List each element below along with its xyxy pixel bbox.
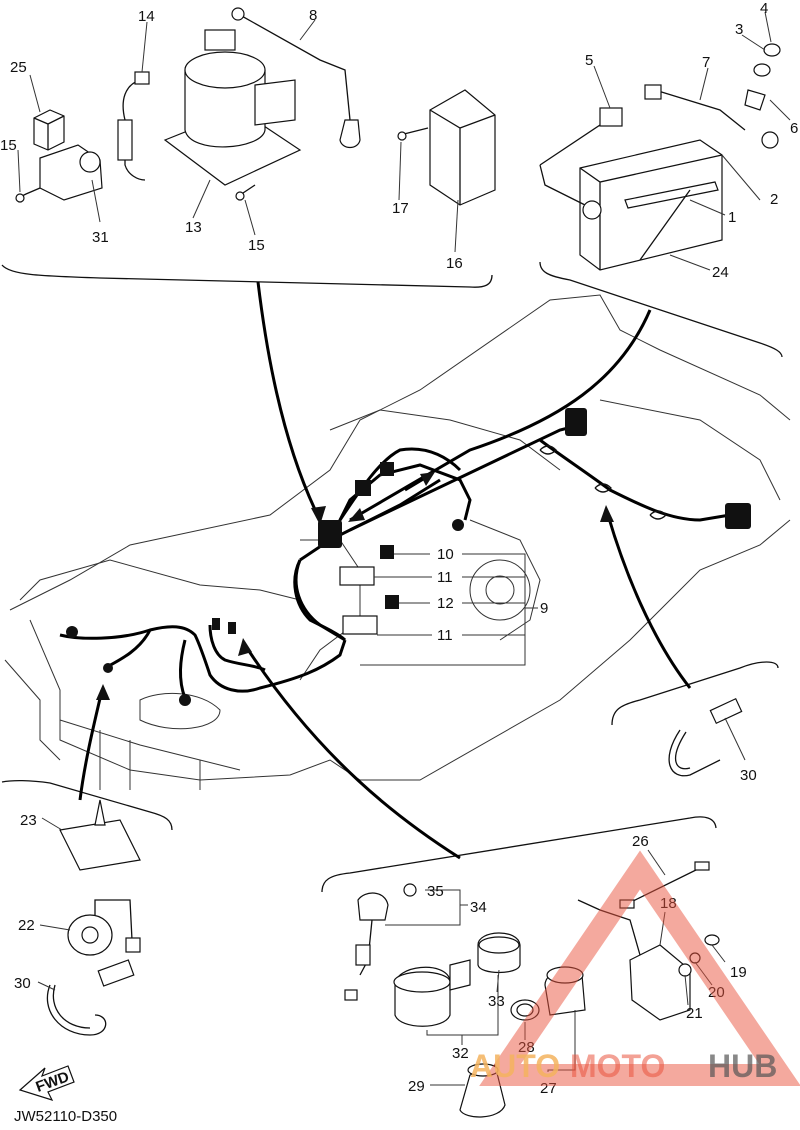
part-group-battery	[539, 43, 781, 271]
callout-23: 23	[20, 812, 37, 829]
callout-21: 21	[686, 1005, 703, 1022]
callout-25: 25	[10, 59, 27, 76]
part-group-starter-relay	[15, 7, 361, 203]
callout-13: 13	[185, 219, 202, 236]
part-group-band	[668, 697, 743, 777]
harness-connectors	[66, 408, 751, 706]
callout-3: 3	[735, 21, 743, 38]
callout-11b: 11	[437, 627, 453, 644]
callout-8: 8	[309, 7, 317, 24]
watermark-hub: HUB	[708, 1048, 777, 1084]
fwd-arrow-icon: FWD	[18, 1065, 75, 1101]
callout-2: 2	[770, 191, 778, 208]
callout-12: 12	[437, 595, 454, 612]
vehicle-outline	[4, 294, 791, 790]
callout-35: 35	[427, 883, 444, 900]
callout-30a: 30	[740, 767, 757, 784]
callout-10: 10	[437, 546, 454, 563]
callout-7: 7	[702, 54, 710, 71]
callout-11a: 11	[437, 569, 453, 586]
callout-16: 16	[446, 255, 463, 272]
watermark-logo: AUTO MOTO HUB	[470, 850, 800, 1086]
callout-15b: 15	[248, 237, 265, 254]
callout-24: 24	[712, 264, 729, 281]
watermark-auto: AUTO	[470, 1048, 560, 1084]
callout-1: 1	[728, 209, 736, 226]
wiring-harness	[59, 423, 731, 699]
callout-6: 6	[790, 120, 798, 137]
diagram-code: JW52110-D350	[14, 1108, 117, 1125]
callout-frames	[1, 261, 783, 893]
callout-4: 4	[760, 0, 768, 17]
part-group-horn	[46, 799, 141, 1036]
leader-lines	[17, 11, 791, 1086]
callout-26: 26	[632, 833, 649, 850]
callout-14: 14	[138, 8, 155, 25]
callout-19: 19	[730, 964, 747, 981]
callout-22: 22	[18, 917, 35, 934]
callout-17: 17	[392, 200, 409, 217]
part-group-module	[397, 89, 496, 206]
callout-32: 32	[452, 1045, 469, 1062]
watermark-moto: MOTO	[570, 1048, 665, 1084]
guide-arrows	[78, 281, 692, 860]
callout-9: 9	[540, 600, 548, 617]
callout-34: 34	[470, 899, 487, 916]
callout-15a: 15	[0, 137, 17, 154]
callout-5: 5	[585, 52, 593, 69]
callout-33: 33	[488, 993, 505, 1010]
callout-29: 29	[408, 1078, 425, 1095]
callout-31: 31	[92, 229, 109, 246]
callout-30b: 30	[14, 975, 31, 992]
